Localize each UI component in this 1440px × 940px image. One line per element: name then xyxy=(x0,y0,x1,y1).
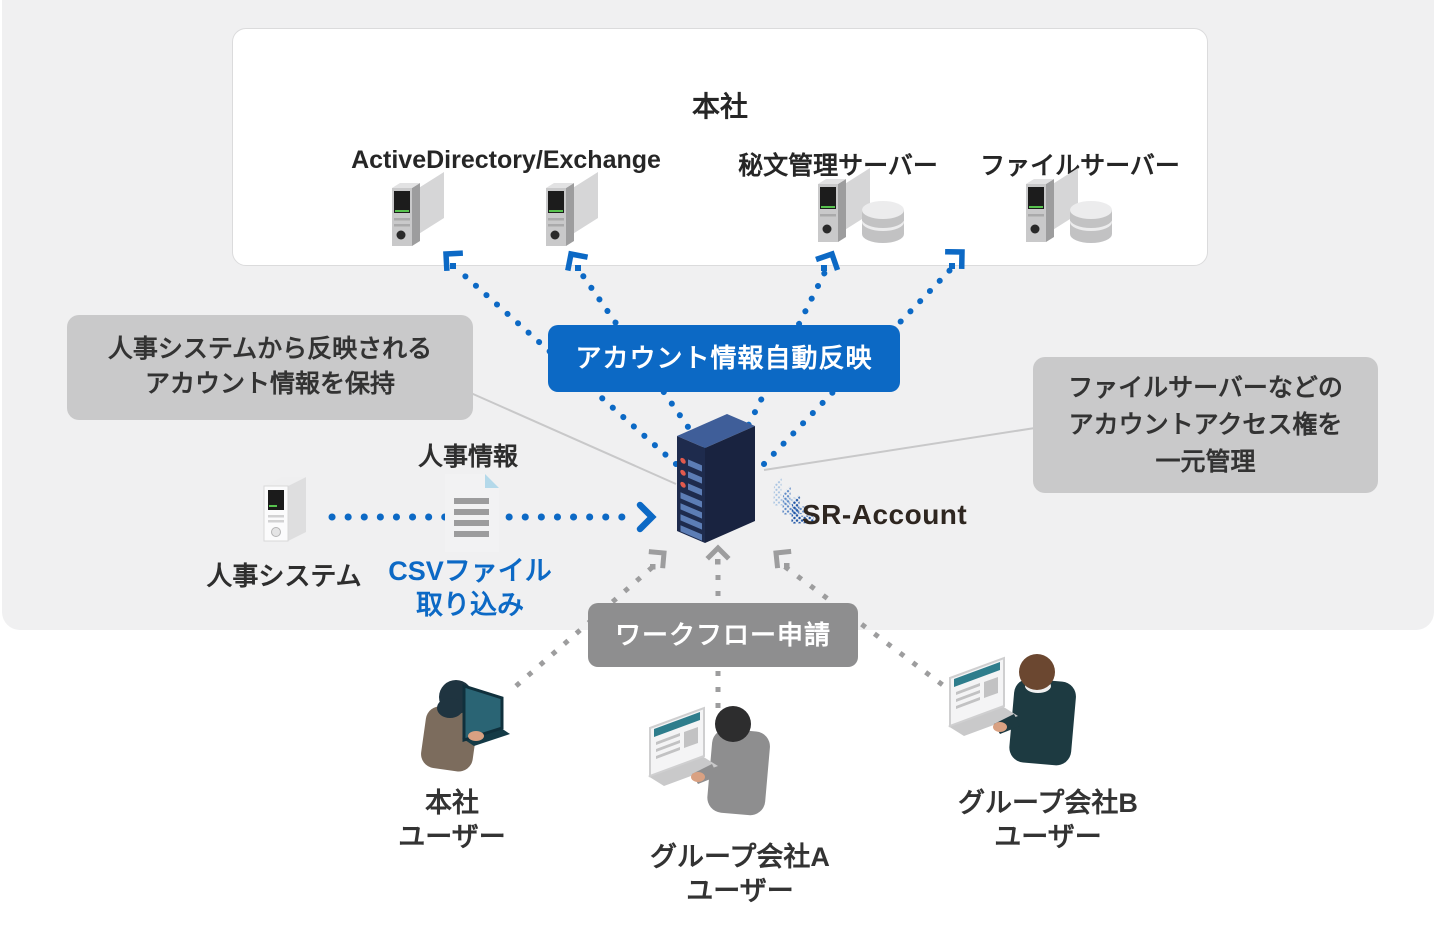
label-user-hq-line1: 本社 xyxy=(425,788,479,818)
user-group-b-icon xyxy=(942,648,1094,773)
server-icon xyxy=(532,166,606,257)
headquarters-title: 本社 xyxy=(691,91,748,122)
label-file-server: ファイルサーバー xyxy=(980,152,1180,180)
auto-reflect-badge: アカウント情報自動反映 xyxy=(548,325,900,392)
server-slats xyxy=(680,457,702,541)
label-user-hq: 本社 ユーザー xyxy=(398,786,505,854)
label-user-group-a-line1: グループ会社A xyxy=(650,842,830,872)
callout-hr-account-info: 人事システムから反映される アカウント情報を保持 xyxy=(67,315,473,420)
callout-access-management: ファイルサーバーなどの アカウントアクセス権を 一元管理 xyxy=(1033,357,1378,493)
callout-right-line3: 一元管理 xyxy=(1155,448,1256,476)
csv-document-icon xyxy=(443,474,501,559)
user-group-a-icon xyxy=(640,702,788,825)
sr-account-logo-mark xyxy=(764,475,822,545)
callout-left-line2: アカウント情報を保持 xyxy=(144,370,395,398)
label-csv-line1: CSVファイル xyxy=(388,556,552,586)
label-csv-line2: 取り込み xyxy=(416,590,524,620)
hr-server-icon xyxy=(246,474,316,555)
server-icon xyxy=(378,166,452,257)
label-hibun-server: 秘文管理サーバー xyxy=(738,152,938,180)
sr-account-logo-text: SR-Account xyxy=(802,499,968,530)
label-activedirectory-exchange: ActiveDirectory/Exchange xyxy=(351,146,661,174)
label-user-group-a: グループ会社A ユーザー xyxy=(650,840,830,908)
label-hr-info: 人事情報 xyxy=(417,443,519,471)
server-database-icon xyxy=(1014,164,1118,257)
database-cylinder xyxy=(1070,201,1112,243)
server-database-icon xyxy=(806,164,910,257)
callout-right-line2: アカウントアクセス権を xyxy=(1068,411,1343,439)
label-user-hq-line2: ユーザー xyxy=(398,822,506,852)
label-hr-system: 人事システム xyxy=(206,561,362,591)
label-user-group-b-line1: グループ会社B xyxy=(958,788,1138,818)
callout-right-line1: ファイルサーバーなどの xyxy=(1068,374,1343,402)
sr-account-server-icon xyxy=(652,408,764,555)
workflow-badge: ワークフロー申請 xyxy=(588,603,858,667)
label-csv-import: CSVファイル 取り込み xyxy=(388,554,552,622)
callout-left-line1: 人事システムから反映される xyxy=(107,335,433,363)
database-cylinder xyxy=(862,201,904,243)
label-user-group-b-line2: ユーザー xyxy=(994,822,1102,852)
label-user-group-b: グループ会社B ユーザー xyxy=(958,786,1138,854)
label-user-group-a-line2: ユーザー xyxy=(686,876,794,906)
user-hq-icon xyxy=(410,664,516,781)
